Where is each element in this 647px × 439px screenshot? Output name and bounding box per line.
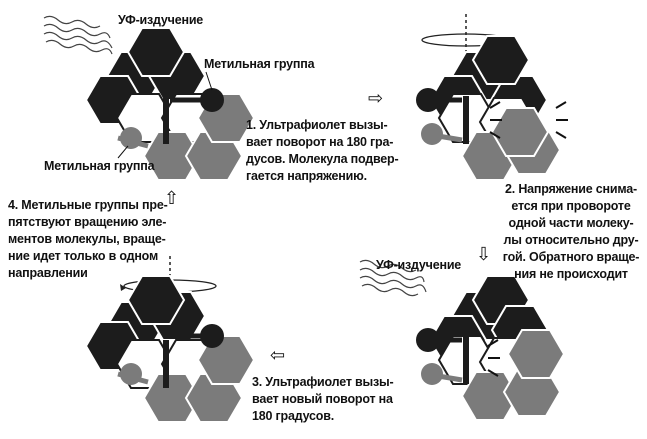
molecule-state-4 [85,256,255,423]
molecule-state-2 [416,14,568,181]
uv-label-top: УФ-издучение [118,13,204,27]
uv-waves-icon [43,15,113,55]
arrow-right-icon: ⇨ [368,88,383,108]
arrow-down-icon: ⇩ [476,244,491,264]
step-2-text: 2. Напряжение снима- ется при провороте … [502,182,640,281]
step-3-text: 3. Ультрафиолет вызы- вает новый поворот… [252,375,394,423]
methyl-group-label-left: Метильная группа [44,159,155,173]
methyl-top-pointer [205,71,213,91]
uv-label-mid: УФ-издучение [376,258,462,272]
step-1-text: 1. Ультрафиолет вызы- вает поворот на 18… [246,118,399,183]
arrow-up-icon: ⇧ [164,188,179,208]
step-4-text: 4. Метильные группы пре- пятствуют враще… [8,198,168,280]
arrow-left-icon: ⇦ [270,345,285,365]
molecule-state-1 [85,27,255,181]
molecule-state-3 [416,275,565,421]
methyl-group-label-top: Метильная группа [204,57,315,71]
methyl-left-pointer [117,145,129,159]
uv-waves-icon [359,259,427,297]
